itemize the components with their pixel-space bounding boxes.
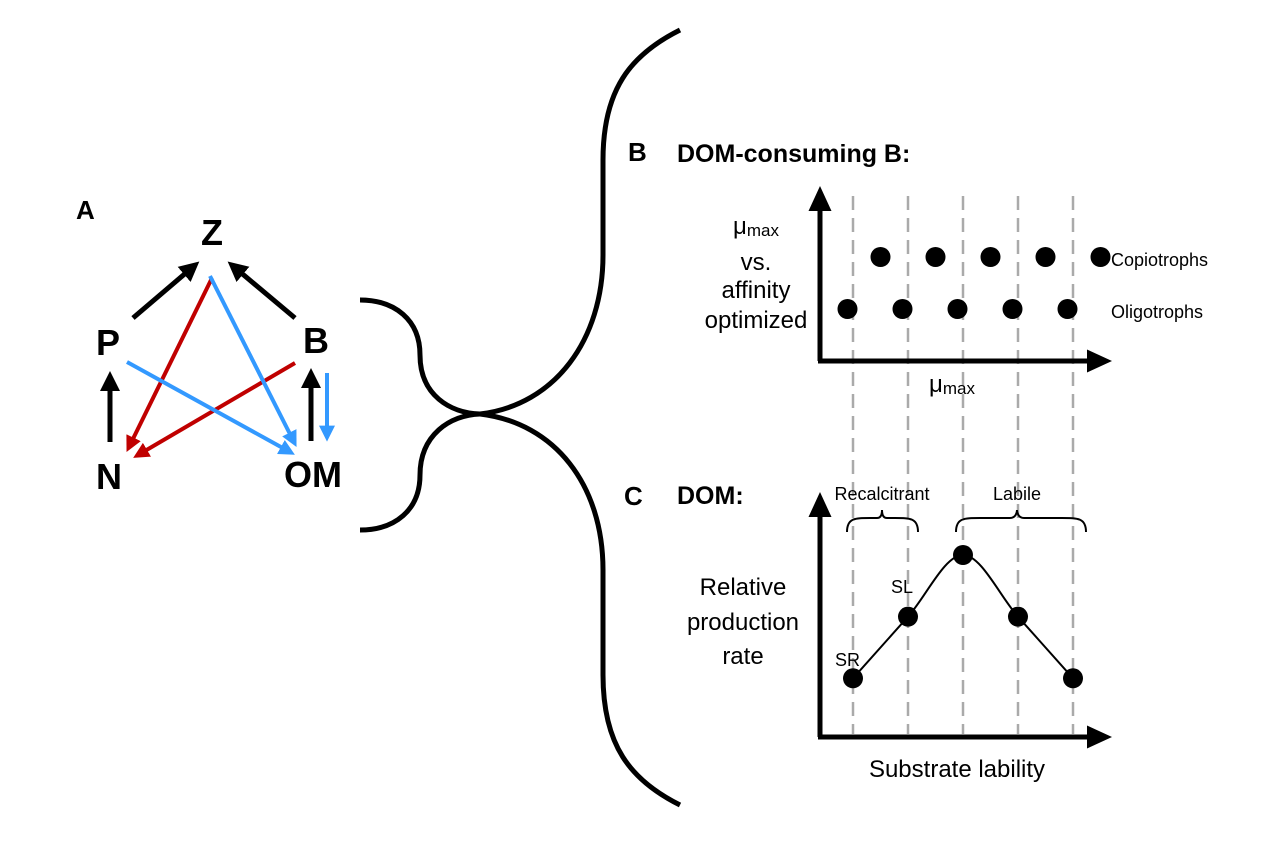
copiotrophs-point [980,247,1001,267]
group-recalcitrant: Recalcitrant [834,484,929,504]
legend-oligotrophs: Oligotrophs [1111,302,1203,322]
production-point-4 [1008,606,1028,627]
node-n: N [96,456,122,497]
panel-b: B DOM-consuming B: μmax vs. affinity opt… [628,137,1208,398]
max-subscript: max [943,379,976,398]
edge-p-to-z [131,261,200,320]
point-label-sl: SL [891,577,913,597]
panel-b-ylabel-line4: optimized [705,307,808,334]
large-brace [479,27,682,808]
panel-c-ylabel-line3: rate [722,643,763,670]
group-labile: Labile [993,484,1041,504]
panel-c-points [843,545,1083,689]
grid-lines [851,196,1075,734]
production-point-5 [1063,668,1083,689]
edge-z-to-om [208,275,297,447]
panel-c-xlabel: Substrate lability [869,756,1045,783]
panel-b-ylabel-line3: affinity [722,277,791,304]
oligotrophs-point [947,299,968,319]
panel-b-letter: B [628,137,647,167]
panel-b-points [837,247,1111,319]
node-om: OM [284,454,342,495]
panel-a-letter: A [76,195,95,225]
max-subscript: max [747,221,780,240]
panel-c: C DOM: Recalcitrant Labile Relative prod… [624,481,1112,783]
small-brace [359,297,481,533]
production-point-1 [843,668,863,689]
panel-b-xlabel: μmax [929,371,975,398]
production-point-3 [953,545,973,565]
panel-a: A Z P B N OM [76,195,342,497]
recalcitrant-brace [846,509,919,533]
oligotrophs-point [1057,299,1078,319]
edge-z-to-n [126,277,214,453]
legend-copiotrophs: Copiotrophs [1111,250,1208,270]
panel-b-ylabel-line2: vs. [741,249,772,276]
panel-c-letter: C [624,481,643,511]
copiotrophs-point [1035,247,1056,267]
labile-brace [955,509,1087,533]
oligotrophs-point [837,299,858,319]
node-b: B [303,320,329,361]
panel-b-ylabel-line1: μmax [733,213,779,240]
edge-p-to-om [126,360,295,455]
copiotrophs-point [1090,247,1111,267]
copiotrophs-point [870,247,891,267]
oligotrophs-point [892,299,913,319]
edge-b-to-n [133,361,297,458]
panel-c-ylabel-line2: production [687,609,799,636]
node-z: Z [201,212,223,253]
copiotrophs-point [925,247,946,267]
panel-c-ylabel-line1: Relative [700,574,787,601]
node-p: P [96,322,120,363]
mu-symbol: μ [733,213,747,240]
panel-b-title: DOM-consuming B: [677,140,910,168]
oligotrophs-point [1002,299,1023,319]
edge-b-to-z [227,261,297,320]
mu-symbol: μ [929,371,943,398]
panel-c-title: DOM: [677,482,744,510]
point-label-sr: SR [835,650,860,670]
production-point-2 [898,606,918,627]
